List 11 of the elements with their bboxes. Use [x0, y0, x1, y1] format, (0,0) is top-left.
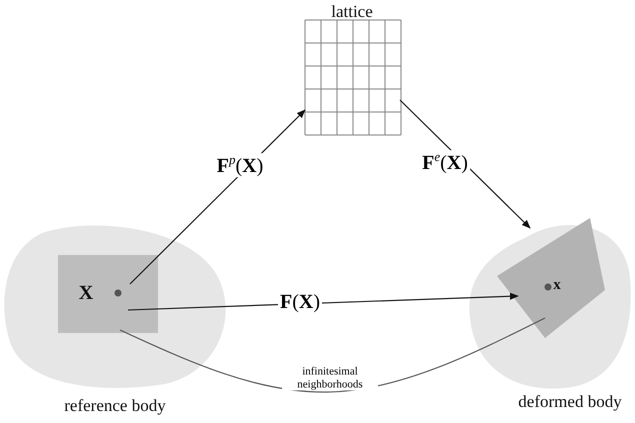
edge-label: F$^{p}$(X) [214, 153, 266, 177]
edge-label: F$^{e}$(X) [420, 150, 470, 174]
lattice-heading: lattice [331, 2, 373, 22]
point-label: X [78, 282, 94, 305]
edge-label: infinitesimal neighborhoods [282, 365, 378, 391]
edge-label: F(X) [278, 291, 322, 313]
body-caption: reference body [64, 396, 166, 416]
arrow [128, 292, 519, 311]
connector-curve [120, 318, 546, 393]
point-label: x [553, 277, 561, 294]
body-caption: deformed body [518, 392, 622, 412]
